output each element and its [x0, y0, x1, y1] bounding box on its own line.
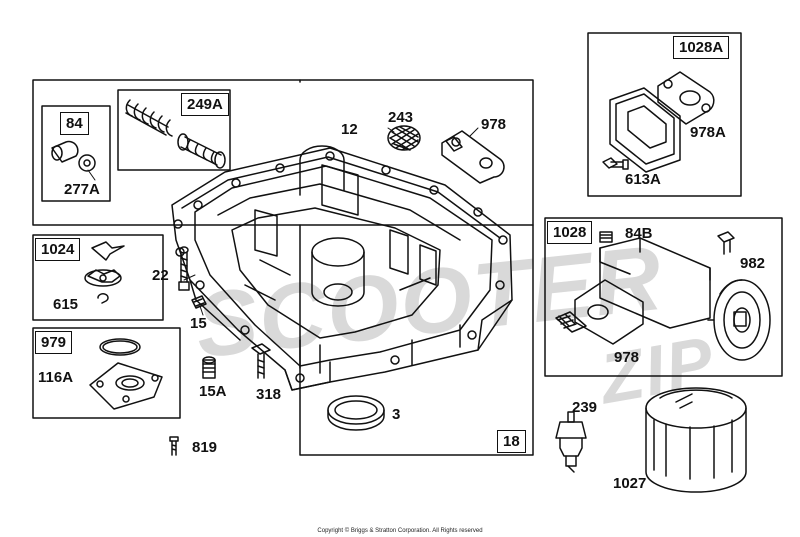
oil-filter-drawing	[645, 387, 747, 493]
frame-84	[41, 105, 111, 202]
gasket-kit-drawing	[602, 71, 715, 173]
frame-oil-pan	[299, 224, 534, 456]
part-label-116a: 116A	[38, 369, 74, 386]
breather-assembly-drawing	[555, 231, 771, 361]
part-label-615: 615	[53, 296, 79, 313]
part-label-978a: 978A	[690, 124, 726, 141]
frame-1028	[544, 217, 783, 377]
callout-box-1028a: 1028A	[673, 36, 730, 59]
bolt-22-drawing	[178, 246, 190, 291]
oil-fill-cap-drawing	[84, 241, 125, 304]
callout-box-979: 979	[35, 331, 73, 354]
screen-drawing	[387, 125, 421, 151]
frame-249a	[117, 89, 231, 171]
screw-819-drawing	[169, 436, 179, 456]
gasket-top-drawing	[441, 130, 505, 184]
plug-15a-drawing	[202, 356, 216, 379]
frame-1028a	[587, 32, 742, 197]
part-label-12: 12	[341, 121, 358, 138]
sensor-239-drawing	[555, 411, 587, 473]
oil-pan-drawing	[171, 145, 513, 391]
part-label-277a: 277A	[64, 181, 100, 198]
part-label-22: 22	[152, 267, 169, 284]
part-label-982: 982	[740, 255, 766, 272]
frame-main-assembly	[32, 79, 534, 226]
cover-drawing	[89, 338, 163, 410]
copyright-notice: Copyright © Briggs & Stratton Corporatio…	[317, 528, 483, 534]
part-label-318: 318	[256, 386, 282, 403]
plug-15-drawing	[191, 295, 207, 309]
part-label-239: 239	[572, 399, 598, 416]
part-label-613a: 613A	[625, 171, 661, 188]
part-label-978-top: 978	[481, 116, 507, 133]
part-label-84b: 84B	[625, 225, 653, 242]
callout-box-84: 84	[60, 112, 89, 135]
callout-box-1024: 1024	[35, 238, 81, 261]
callout-box-249a: 249A	[181, 93, 229, 116]
leader-lines	[87, 127, 479, 316]
bolt-318-drawing	[251, 343, 271, 379]
part-label-978-right: 978	[614, 349, 640, 366]
callout-box-18: 18	[497, 430, 526, 453]
springs-drawing	[125, 99, 226, 169]
part-label-15a: 15A	[199, 383, 227, 400]
part-label-243: 243	[388, 109, 414, 126]
part-label-15: 15	[190, 315, 207, 332]
callout-box-1028: 1028	[547, 221, 593, 244]
part-label-819: 819	[192, 439, 218, 456]
frame-1024	[32, 234, 164, 321]
plug-drawing	[51, 140, 96, 172]
part-label-1027: 1027	[613, 475, 647, 492]
part-label-3: 3	[392, 406, 401, 423]
oil-seal-drawing	[327, 395, 385, 431]
frame-979	[32, 327, 181, 419]
